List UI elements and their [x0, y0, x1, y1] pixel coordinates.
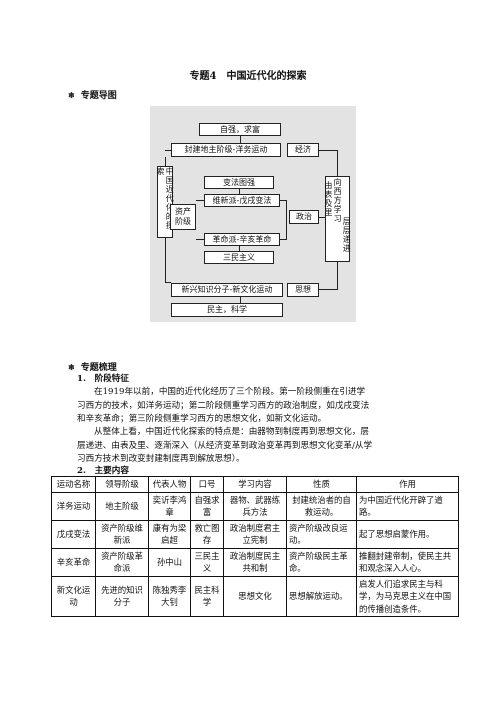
- table-header-cell: 运动名称: [51, 476, 96, 493]
- table-cell: 地主阶级: [95, 491, 149, 521]
- map-bottom-box: 民主，科学: [171, 303, 283, 317]
- right-vertical-text-3: 层层递进: [342, 217, 352, 253]
- subheading-stage: 1. 阶段特征: [77, 374, 129, 384]
- table-cell: 推翻封建帝制，使民主共和观念深入人心。: [356, 547, 459, 577]
- table-row: 戊戌变法 资产阶级维新派 康有为梁启超 救亡图存 政治制度君主立宪制 资产阶级改…: [51, 519, 459, 549]
- branch-reform-goal: 变法图强: [204, 176, 274, 189]
- section-heading-review: ❄ 专题梳理: [68, 360, 117, 373]
- connector: [337, 150, 338, 176]
- table-cell: 陈独秀李大钊: [148, 575, 191, 617]
- table-cell: 三民主义: [190, 547, 224, 577]
- connector: [239, 189, 240, 194]
- table-cell: 政治制度君主立宪制: [223, 519, 287, 549]
- left-vertical-text: 中国近代化的探索: [156, 167, 175, 230]
- table-cell: 器物、武器练兵方法: [223, 491, 287, 521]
- table-header-cell: 代表人物: [148, 476, 191, 493]
- table-header-cell: 作用: [356, 476, 459, 493]
- map-top-box: 自强，求富: [199, 123, 281, 136]
- connector: [165, 150, 171, 151]
- connector: [319, 289, 338, 290]
- right-vertical-box: 由表及里 向西方学习 层层递进: [323, 176, 352, 262]
- table-row: 洋务运动 地主阶级 奕䜣李鸿章 自强求富 器物、武器练兵方法 封建统治者的自救运…: [51, 491, 459, 521]
- mind-map: 自强，求富 封建地主阶级-洋务运动 经济 中国近代化的探索 资产阶级 变法图强 …: [150, 106, 356, 322]
- branch-revolutionaries: 革命派-辛亥革命: [204, 233, 280, 246]
- table-header-cell: 性质: [286, 476, 357, 493]
- right-vertical-text-2: 向西方学习: [333, 178, 343, 223]
- table-cell: 洋务运动: [51, 491, 96, 521]
- table-header-cell: 学习内容: [223, 476, 287, 493]
- table-cell: 政治制度民主共和制: [223, 547, 287, 577]
- section-heading-map: ❄ 专题导图: [68, 88, 117, 101]
- branch-reformists: 维新派-戊戌变法: [204, 194, 280, 207]
- bourgeois-box: 资产阶级: [170, 204, 196, 230]
- paragraph-stages: 在1919年以前，中国的近代化经历了三个阶段。第一阶段侧重在引进学 习西方的技术…: [77, 386, 457, 427]
- connector: [240, 297, 241, 303]
- table-cell: 先进的知识分子: [95, 575, 149, 617]
- table-header-cell: 领导阶级: [95, 476, 149, 493]
- paragraph-line: 层递进、由表及里、逐渐深入（从经济变革到政治变革再到思想文化变革/从学: [77, 440, 373, 451]
- table-cell: 起了思想启蒙作用。: [356, 519, 459, 549]
- branch-three-principles: 三民主义: [204, 251, 274, 264]
- table-header-cell: 口号: [190, 476, 224, 493]
- table-cell: 奕䜣李鸿章: [148, 491, 191, 521]
- economy-tag: 经济: [287, 143, 319, 157]
- snowflake-icon: ❄: [68, 90, 75, 100]
- connector: [286, 200, 287, 240]
- table-cell: 自强求富: [190, 491, 224, 521]
- table-cell: 封建统治者的自救运动。: [286, 491, 357, 521]
- connector: [239, 246, 240, 251]
- connector: [319, 150, 338, 151]
- table-cell: 为中国近代化开辟了道路。: [356, 491, 459, 521]
- table-cell: 资产阶级改良运动。: [286, 519, 357, 549]
- table-cell: 启发人们追求民主与科学，为马克思主义在中国的传播创造条件。: [356, 575, 459, 617]
- table-cell: 资产阶级维新派: [95, 519, 149, 549]
- table-cell: 思想解放运动。: [286, 575, 357, 617]
- thought-tag: 思想: [287, 283, 319, 297]
- paragraph-line: 从整体上看，中国近代化探索的特点是：由器物到制度再到思想文化，层: [94, 427, 370, 437]
- connector: [165, 282, 171, 283]
- snowflake-icon: ❄: [68, 362, 75, 372]
- table-cell: 思想文化: [223, 575, 287, 617]
- table-cell: 资产阶级民主革命。: [286, 547, 357, 577]
- table-cell: 资产阶级革命派: [95, 547, 149, 577]
- table-cell: 民主科学: [190, 575, 224, 617]
- left-vertical-box: 中国近代化的探索: [156, 166, 175, 238]
- connector: [165, 157, 166, 166]
- table-cell: 辛亥革命: [51, 547, 96, 577]
- thought-row: 新兴知识分子-新文化运动: [171, 283, 283, 297]
- connector: [337, 262, 338, 289]
- connector: [165, 238, 166, 282]
- table-cell: 新文化运动: [51, 575, 96, 617]
- connector: [319, 217, 325, 218]
- table-cell: 救亡图存: [190, 519, 224, 549]
- connector: [196, 200, 204, 201]
- table-cell: 戊戌变法: [51, 519, 96, 549]
- paragraph-line: 和辛亥革命；第三阶段侧重学习西方的思想文化，如新文化运动。: [77, 414, 327, 424]
- bourgeois-text: 资产阶级: [175, 207, 191, 226]
- economy-row: 封建地主阶级-洋务运动: [171, 143, 281, 157]
- content-table: 运动名称 领导阶级 代表人物 口号 学习内容 性质 作用 洋务运动 地主阶级 奕…: [51, 476, 459, 617]
- table-cell: 康有为梁启超: [148, 519, 191, 549]
- table-row: 辛亥革命 资产阶级革命派 孙中山 三民主义 政治制度民主共和制 资产阶级民主革命…: [51, 547, 459, 577]
- section-label: 专题导图: [80, 91, 117, 101]
- politics-tag: 政治: [289, 210, 319, 224]
- paragraph-line: 习西方技术到改变封建制度再到解放思想）。: [77, 454, 245, 464]
- page-title: 专题4 中国近代化的探索: [189, 71, 307, 82]
- connector: [196, 239, 204, 240]
- table-cell: 孙中山: [148, 547, 191, 577]
- connector: [280, 239, 286, 240]
- section-label: 专题梳理: [80, 363, 117, 373]
- table-header-row: 运动名称 领导阶级 代表人物 口号 学习内容 性质 作用: [51, 476, 459, 493]
- subheading-content: 2. 主要内容: [77, 466, 129, 476]
- paragraph-features: 从整体上看，中国近代化探索的特点是：由器物到制度再到思想文化，层 层递进、由表及…: [77, 426, 457, 467]
- right-vertical-text-1: 由表及里: [323, 181, 333, 217]
- paragraph-line: 在1919年以前，中国的近代化经历了三个阶段。第一阶段侧重在引进学: [94, 387, 366, 397]
- paragraph-line: 习西方的技术，如洋务运动；第二阶段侧重学习西方的政治制度，如戊戌变法: [77, 400, 370, 411]
- connector: [280, 200, 286, 201]
- connector: [240, 136, 241, 143]
- table-row: 新文化运动 先进的知识分子 陈独秀李大钊 民主科学 思想文化 思想解放运动。 启…: [51, 575, 459, 617]
